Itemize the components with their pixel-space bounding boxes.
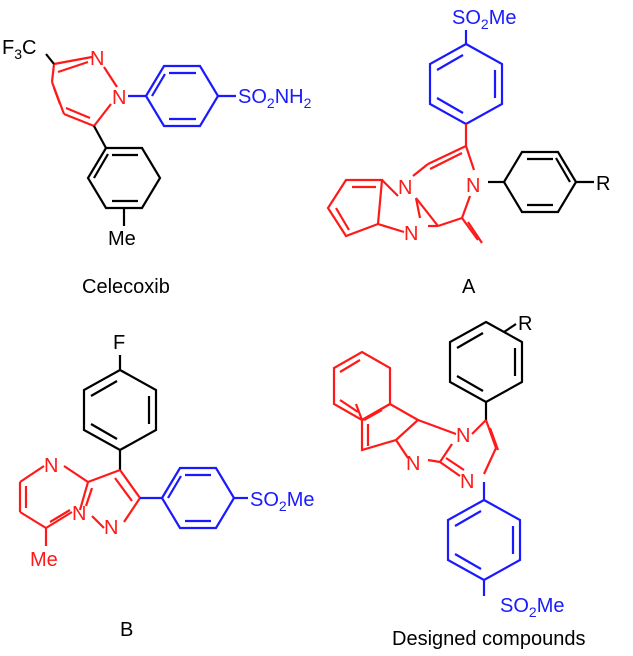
caption-celecoxib: Celecoxib bbox=[82, 276, 170, 298]
aryl-ring-designed bbox=[448, 320, 524, 420]
caption-b: B bbox=[120, 619, 133, 641]
sulfonyl-label-b: SO2Me bbox=[250, 489, 315, 514]
structure-compound-b: F N N N Me bbox=[18, 332, 315, 641]
caption-designed: Designed compounds bbox=[392, 628, 585, 650]
caption-a: A bbox=[462, 276, 476, 298]
bridge-n-label-a: N bbox=[398, 177, 412, 199]
fluoro-label: F bbox=[113, 332, 125, 354]
pyrazole-n1-label: N bbox=[112, 87, 126, 109]
structure-designed-compounds: R N N N bbox=[332, 313, 585, 650]
sulfonyl-label-designed: SO2Me bbox=[500, 595, 565, 620]
imidazole-n-label-designed: N bbox=[406, 453, 420, 475]
bridge-n-label-b: N bbox=[72, 503, 86, 525]
cf3-label: F3C bbox=[2, 37, 36, 62]
r-group-label-designed: R bbox=[518, 313, 532, 335]
methyl-label: Me bbox=[108, 228, 136, 250]
pyrazole-ring bbox=[50, 55, 118, 128]
r-group-label-a: R bbox=[596, 173, 610, 195]
bridge-n-label-designed: N bbox=[456, 425, 470, 447]
sulfonyl-label-a: SO2Me bbox=[452, 7, 517, 32]
benzenesulfonamide-ring bbox=[128, 64, 236, 128]
pyrazole-n-label-b: N bbox=[104, 517, 118, 539]
benzo-ring-designed bbox=[332, 350, 392, 422]
fluorophenyl-ring bbox=[82, 355, 158, 470]
pyrimidine-n-label-designed: N bbox=[460, 471, 474, 493]
methylsulfonylphenyl-ring-b bbox=[140, 466, 248, 530]
methylsulfonylphenyl-ring-designed bbox=[446, 482, 522, 596]
imidazole-n-label-a: N bbox=[404, 223, 418, 245]
structure-celecoxib: F3C N N SO2NH2 Me Celecoxib bbox=[2, 37, 312, 298]
amide-n-label-a: N bbox=[466, 175, 480, 197]
benzimidazopyrimidine-core bbox=[354, 402, 500, 477]
pyrazino-benzimidazole-core bbox=[326, 124, 483, 244]
pyrimidine-n-label: N bbox=[44, 455, 58, 477]
methyl-label-b: Me bbox=[30, 549, 58, 571]
sulfonamide-label: SO2NH2 bbox=[238, 86, 312, 111]
pyrazole-n2-label: N bbox=[90, 48, 104, 70]
tolyl-ring bbox=[86, 125, 162, 226]
methylsulfonylphenyl-ring-a bbox=[428, 30, 504, 126]
pyrazolopyrimidine-core bbox=[18, 465, 141, 546]
aryl-ring-a bbox=[488, 150, 594, 214]
structure-compound-a: SO2Me bbox=[326, 7, 610, 298]
